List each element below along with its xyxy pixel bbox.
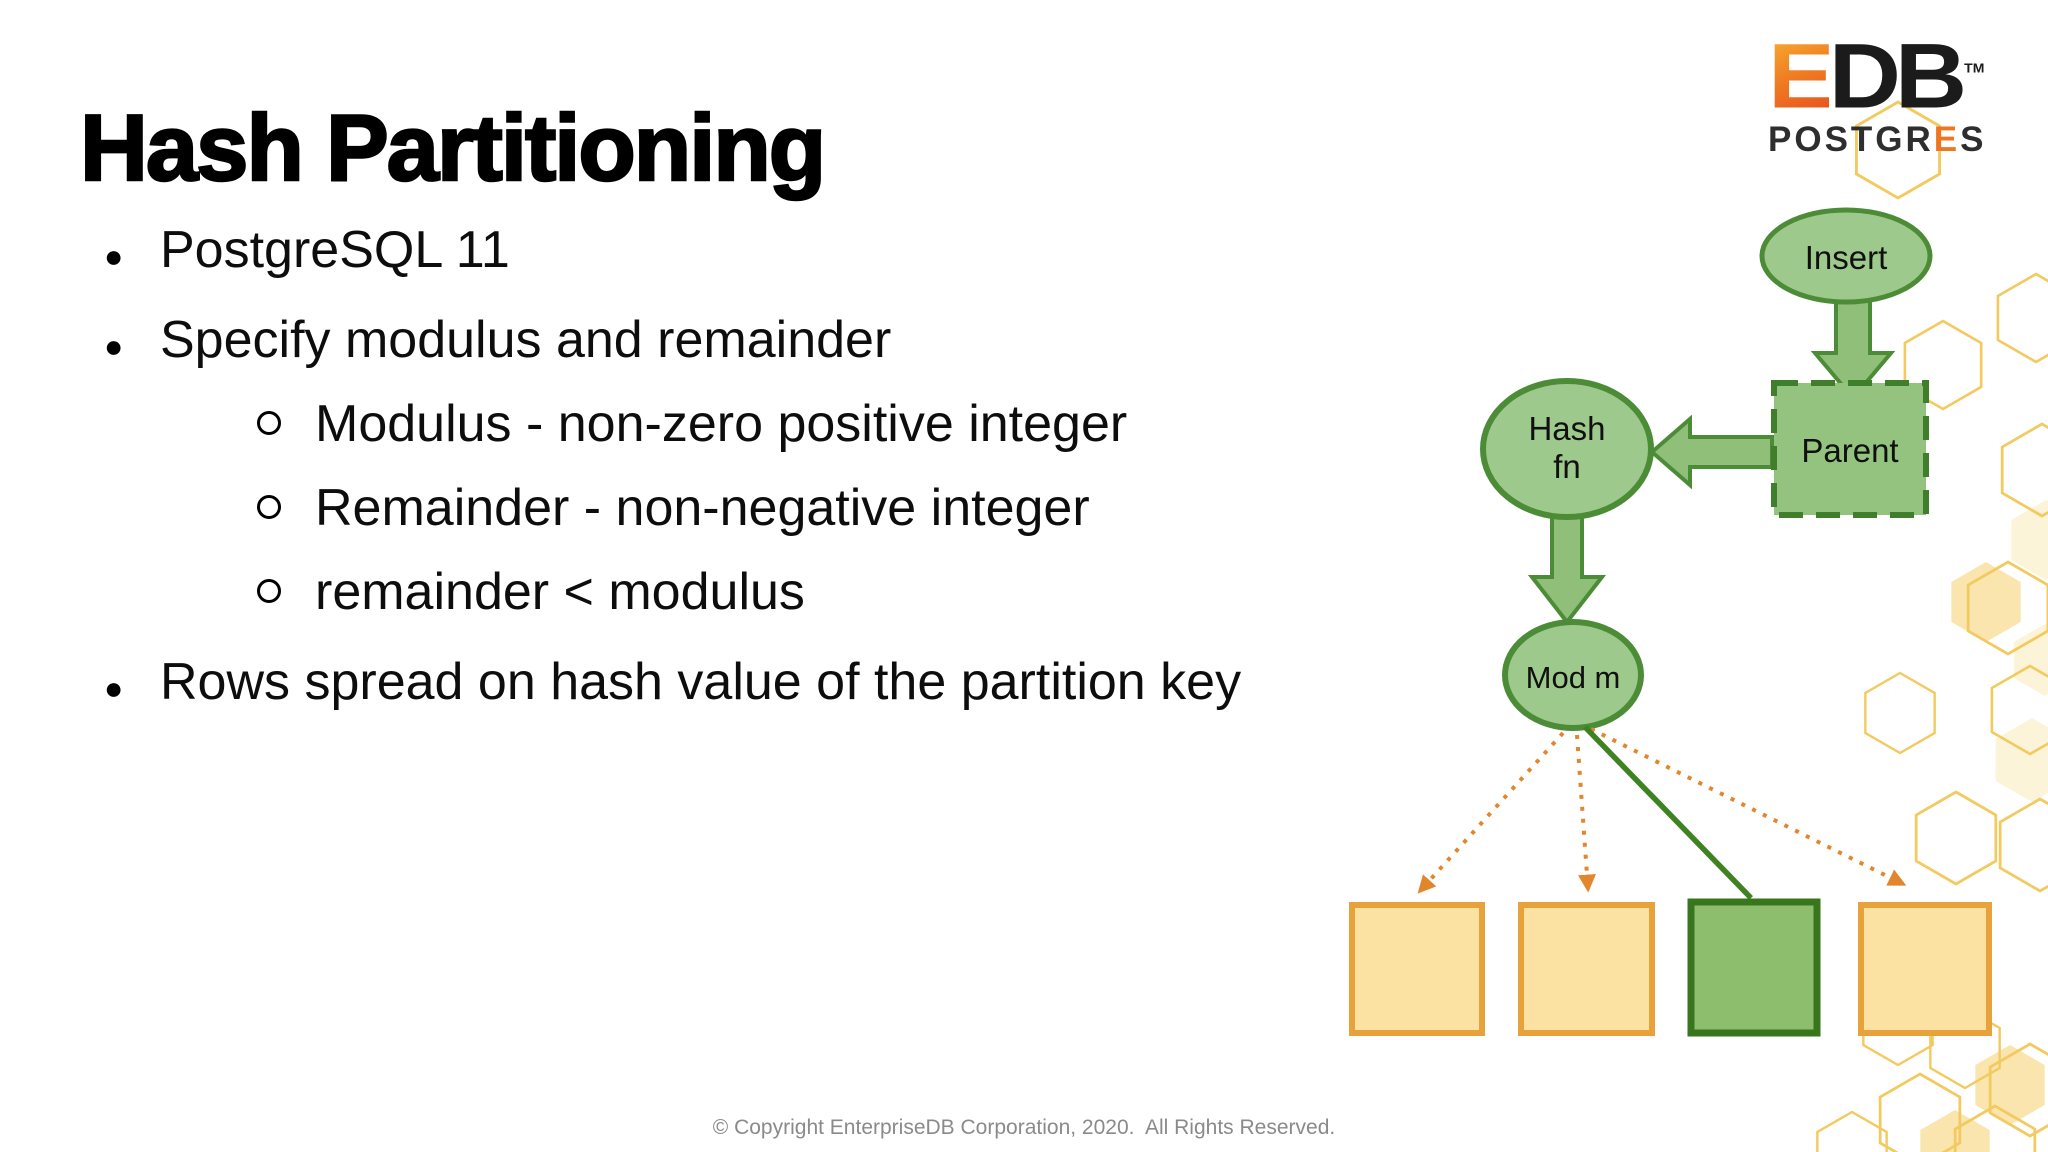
bullet-list: PostgreSQL 11 Specify modulus and remain… xyxy=(104,218,1304,734)
parent-to-hash-arrow-icon xyxy=(1648,414,1774,490)
trademark-symbol: TM xyxy=(1964,60,1985,76)
hexagon-icon xyxy=(1951,562,2021,642)
hexagon-icon xyxy=(2013,624,2048,696)
hexagon-icon xyxy=(1996,272,2048,364)
hexagon-icon xyxy=(1929,1006,2001,1090)
hexagon-icon xyxy=(1966,560,2048,656)
hexagon-icon xyxy=(1998,797,2048,893)
parent-node-label: Parent xyxy=(1801,432,1899,469)
partition-box-4 xyxy=(1858,902,1992,1036)
partition-box-3-selected xyxy=(1687,898,1821,1037)
hexagon-icon xyxy=(1903,319,1983,411)
hexagon-icon xyxy=(1914,790,1998,886)
dotted-arrow-to-partition-1 xyxy=(1417,731,1565,894)
bullet-item: PostgreSQL 11 xyxy=(104,218,1310,288)
dotted-arrow-to-partition-2 xyxy=(1575,734,1596,893)
hexagon-icon xyxy=(1862,983,1934,1067)
bullet-text: Rows spread on hash value of the partiti… xyxy=(160,653,1242,711)
logo-edb-db: DB xyxy=(1828,24,1967,128)
dotted-arrow-to-partition-4 xyxy=(1590,727,1907,886)
bullet-text: Modulus - non-zero positive integer xyxy=(315,395,1128,453)
hash-fn-node-label: Hash fn xyxy=(1528,410,1606,485)
partition-box-1 xyxy=(1349,902,1485,1036)
sub-bullet-item: remainder < modulus xyxy=(255,560,1304,624)
page-title: Hash Partitioning xyxy=(79,94,828,200)
bullet-item: Specify modulus and remainder xyxy=(104,308,1310,378)
sub-bullet-item: Remainder - non-negative integer xyxy=(255,476,1304,540)
bullet-text: Specify modulus and remainder xyxy=(160,311,892,369)
hash-to-mod-arrow-icon xyxy=(1527,513,1607,626)
hexagon-icon xyxy=(1995,718,2048,802)
bullet-item: Rows spread on hash value of the partiti… xyxy=(104,650,1310,720)
hexagon-icon xyxy=(2000,422,2048,518)
sub-bullet-item: Modulus - non-zero positive integer xyxy=(255,392,1304,456)
copyright-footer: © Copyright EnterpriseDB Corporation, 20… xyxy=(712,1116,1336,1139)
bullet-text: PostgreSQL 11 xyxy=(160,221,510,279)
insert-node-label: Insert xyxy=(1804,239,1888,276)
hexagon-icon xyxy=(1975,1045,2045,1125)
hexagon-icon xyxy=(1990,664,2048,756)
hexagon-icon xyxy=(1864,671,1936,755)
mod-m-node-label: Mod m xyxy=(1525,660,1621,695)
partition-box-2 xyxy=(1518,902,1655,1036)
logo-edb-e: E xyxy=(1768,24,1835,128)
insert-to-parent-arrow-icon xyxy=(1810,299,1896,402)
bullet-text: Remainder - non-negative integer xyxy=(315,479,1090,537)
hexagon-icon xyxy=(1878,1072,1962,1152)
bullet-text: remainder < modulus xyxy=(315,563,805,621)
solid-arrow-to-partition-3 xyxy=(1583,725,1753,900)
logo-postgres-s: S xyxy=(1960,120,1987,159)
hexagon-icon xyxy=(2011,500,2048,580)
